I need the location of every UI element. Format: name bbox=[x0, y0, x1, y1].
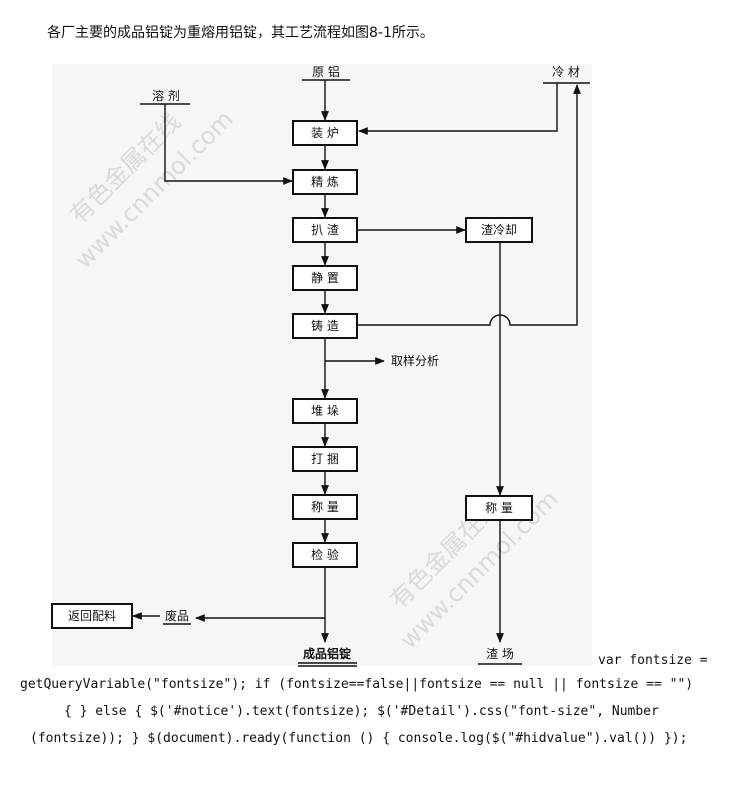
return-batching-box: 返回配料 bbox=[68, 609, 116, 623]
product-label: 成品铝锭 bbox=[303, 646, 351, 661]
waste-label: 废品 bbox=[165, 608, 189, 623]
step-refining: 精 炼 bbox=[311, 174, 339, 189]
slag-cooling-box: 渣冷却 bbox=[481, 223, 517, 237]
slag-yard-label: 渣 场 bbox=[486, 647, 514, 661]
step-charging: 装 炉 bbox=[311, 126, 339, 140]
step-bundling: 打 捆 bbox=[311, 452, 339, 466]
code-line-1: var fontsize = bbox=[598, 653, 708, 668]
step-stacking: 堆 垛 bbox=[311, 403, 339, 418]
input-cold-material: 冷 材 bbox=[552, 65, 580, 79]
step-inspection: 检 验 bbox=[311, 547, 339, 562]
code-line-3: { } else { $('#notice').text(fontsize); … bbox=[64, 704, 659, 719]
slag-weighing-box: 称 量 bbox=[485, 501, 513, 515]
process-steps: 装 炉 精 炼 扒 渣 静 置 铸 造 堆 垛 打 捆 称 量 检 验 渣冷却 … bbox=[292, 120, 533, 568]
code-line-4: (fontsize)); } $(document).ready(functio… bbox=[30, 731, 688, 746]
step-skimming: 扒 渣 bbox=[311, 223, 339, 237]
code-line-2: getQueryVariable("fontsize"); if (fontsi… bbox=[20, 677, 694, 692]
input-flux: 溶 剂 bbox=[152, 88, 180, 103]
step-settling: 静 置 bbox=[311, 271, 339, 285]
intro-paragraph: 各厂主要的成品铝锭为重熔用铝锭，其工艺流程如图8-1所示。 bbox=[47, 25, 434, 41]
input-raw-aluminum: 原 铝 bbox=[312, 64, 340, 79]
step-weighing: 称 量 bbox=[311, 500, 339, 514]
sampling-label: 取样分析 bbox=[391, 353, 439, 368]
step-casting: 铸 造 bbox=[311, 318, 339, 333]
